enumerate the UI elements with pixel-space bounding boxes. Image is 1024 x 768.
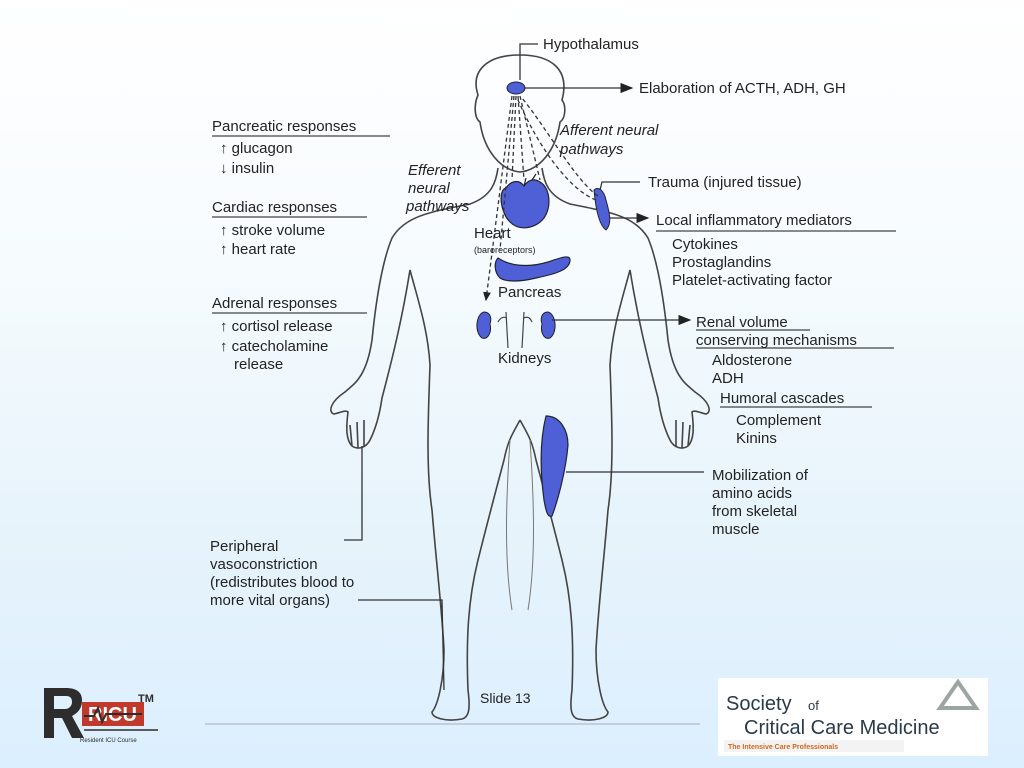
hypothalamus-organ: [506, 81, 526, 95]
ricu-tm: TM: [138, 693, 154, 705]
elaboration-label: Elaboration of ACTH, ADH, GH: [639, 80, 846, 97]
pancreas-label: Pancreas: [498, 284, 562, 301]
renal-label-1: Renal volume: [696, 314, 788, 331]
glucagon-label: ↑ glucagon: [220, 140, 293, 157]
peripheral-label-2: vasoconstriction: [210, 556, 318, 573]
slide-number: Slide 13: [480, 690, 531, 706]
adh-label: ADH: [712, 370, 744, 387]
body-outline: [330, 54, 710, 721]
ricu-subtitle: Resident ICU Course: [80, 738, 137, 744]
mobilization-label-4: muscle: [712, 521, 760, 538]
afferent-label-1: Afferent neural: [560, 122, 659, 139]
sccm-title: Critical Care Medicine: [744, 717, 940, 739]
peripheral-label-1: Peripheral: [210, 538, 279, 555]
efferent-label-3: pathways: [406, 198, 470, 215]
release-label: release: [234, 356, 284, 373]
peripheral-label-4: more vital organs): [210, 592, 331, 609]
cytokines-label: Cytokines: [672, 236, 738, 253]
pancreas-organ: [494, 256, 571, 282]
renal-label-2: conserving mechanisms: [696, 332, 857, 349]
humoral-label: Humoral cascades: [720, 390, 845, 407]
efferent-label-1: Efferent: [408, 162, 461, 179]
aldosterone-label: Aldosterone: [712, 352, 793, 369]
mobilization-label-2: amino acids: [712, 485, 793, 502]
trauma-label: Trauma (injured tissue): [648, 174, 802, 191]
kidneys-label: Kidneys: [498, 350, 552, 367]
prostaglandins-label: Prostaglandins: [672, 254, 772, 271]
pathways: [205, 43, 896, 725]
injured-tissue: [593, 187, 611, 231]
pancreatic-heading: Pancreatic responses: [212, 118, 357, 135]
hypothalamus-label: Hypothalamus: [543, 36, 639, 53]
heart-organ: [500, 179, 550, 229]
kidney-right-organ: [540, 311, 556, 339]
skeletal-muscle: [540, 415, 569, 517]
baroreceptors-label: (baroreceptors): [474, 245, 536, 255]
afferent-label-2: pathways: [560, 141, 624, 158]
sccm-tagline: The Intensive Care Professionals: [728, 744, 838, 751]
heart-rate-label: ↑ heart rate: [220, 241, 296, 258]
heart-label: Heart: [474, 225, 511, 242]
mobilization-label-1: Mobilization of: [712, 467, 808, 484]
complement-label: Complement: [736, 412, 822, 429]
paf-label: Platelet-activating factor: [672, 272, 833, 289]
sccm-logo: Society of Critical Care Medicine The In…: [718, 678, 988, 756]
insulin-label: ↓ insulin: [220, 160, 275, 177]
efferent-label-2: neural: [408, 180, 450, 197]
stroke-volume-label: ↑ stroke volume: [220, 222, 326, 239]
cardiac-heading: Cardiac responses: [212, 199, 338, 216]
peripheral-label-3: (redistributes blood to: [210, 574, 355, 591]
cortisol-label: ↑ cortisol release: [220, 318, 333, 335]
mobilization-label-3: from skeletal: [712, 503, 798, 520]
catecholamine-label: ↑ catecholamine: [220, 338, 329, 355]
kidney-left-organ: [476, 311, 492, 339]
sccm-of: of: [808, 698, 819, 713]
kinins-label: Kinins: [736, 430, 777, 447]
ricu-logo: RICU TM Resident ICU Course: [38, 680, 168, 748]
sccm-society: Society: [726, 693, 792, 715]
adrenal-heading: Adrenal responses: [212, 295, 338, 312]
local-inflammatory-label: Local inflammatory mediators: [656, 212, 852, 229]
